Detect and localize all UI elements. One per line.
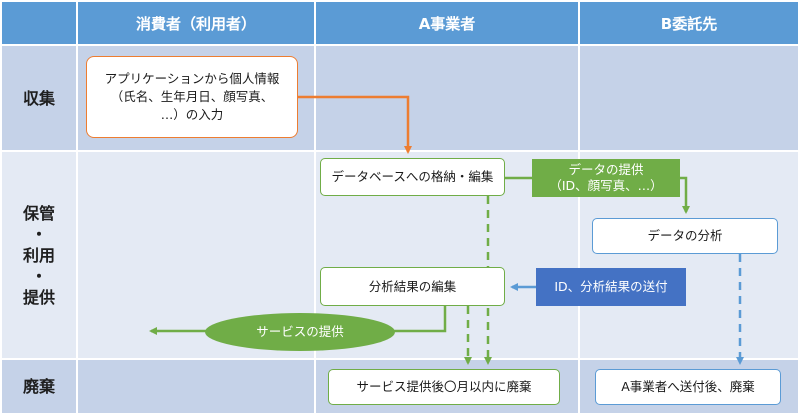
header-contractor-b: B委託先	[580, 2, 798, 44]
node-result-edit: 分析結果の編集	[320, 267, 505, 306]
arrow-input-to-db	[298, 95, 412, 154]
row-label-dispose: 廃棄	[2, 360, 76, 413]
row-label-store: 保管	[22, 203, 55, 223]
node-personal-info-input: アプリケーションから個人情報 （氏名、生年月日、顔写真、 …）の入力	[86, 56, 298, 138]
row-label-dot-2: ・	[30, 266, 47, 286]
node-personal-info-input-line-2: （氏名、生年月日、顔写真、	[110, 89, 274, 104]
row-label-provide: 提供	[22, 287, 55, 307]
node-db-store-edit: データベースへの格納・編集	[320, 158, 505, 196]
node-data-provide: データの提供 （ID、顔写真、…）	[532, 159, 680, 197]
row-label-collect: 収集	[2, 46, 76, 150]
cell-collect-b	[580, 46, 798, 150]
header-business-a: A事業者	[316, 2, 578, 44]
node-data-analysis: データの分析	[592, 218, 778, 254]
node-id-result-send: ID、分析結果の送付	[536, 268, 686, 306]
header-consumer: 消費者（利用者）	[78, 2, 314, 44]
row-label-store-use-provide: 保管 ・ 利用 ・ 提供	[2, 152, 76, 358]
row-label-dot-1: ・	[30, 224, 47, 244]
node-data-provide-line-2: （ID、顔写真、…）	[549, 178, 663, 193]
node-service-provide: サービスの提供	[205, 313, 395, 351]
node-dispose-b: A事業者へ送付後、廃棄	[595, 369, 781, 405]
node-dispose-a: サービス提供後〇月以内に廃棄	[328, 369, 560, 405]
cell-dispose-consumer	[78, 360, 314, 413]
row-label-use: 利用	[22, 245, 55, 265]
node-personal-info-input-line-3: …）の入力	[160, 107, 224, 122]
header-corner	[2, 2, 76, 44]
arrow-provide-to-analysis	[680, 176, 690, 214]
node-personal-info-input-line-1: アプリケーションから個人情報	[104, 71, 280, 86]
node-data-provide-line-1: データの提供	[568, 162, 644, 177]
